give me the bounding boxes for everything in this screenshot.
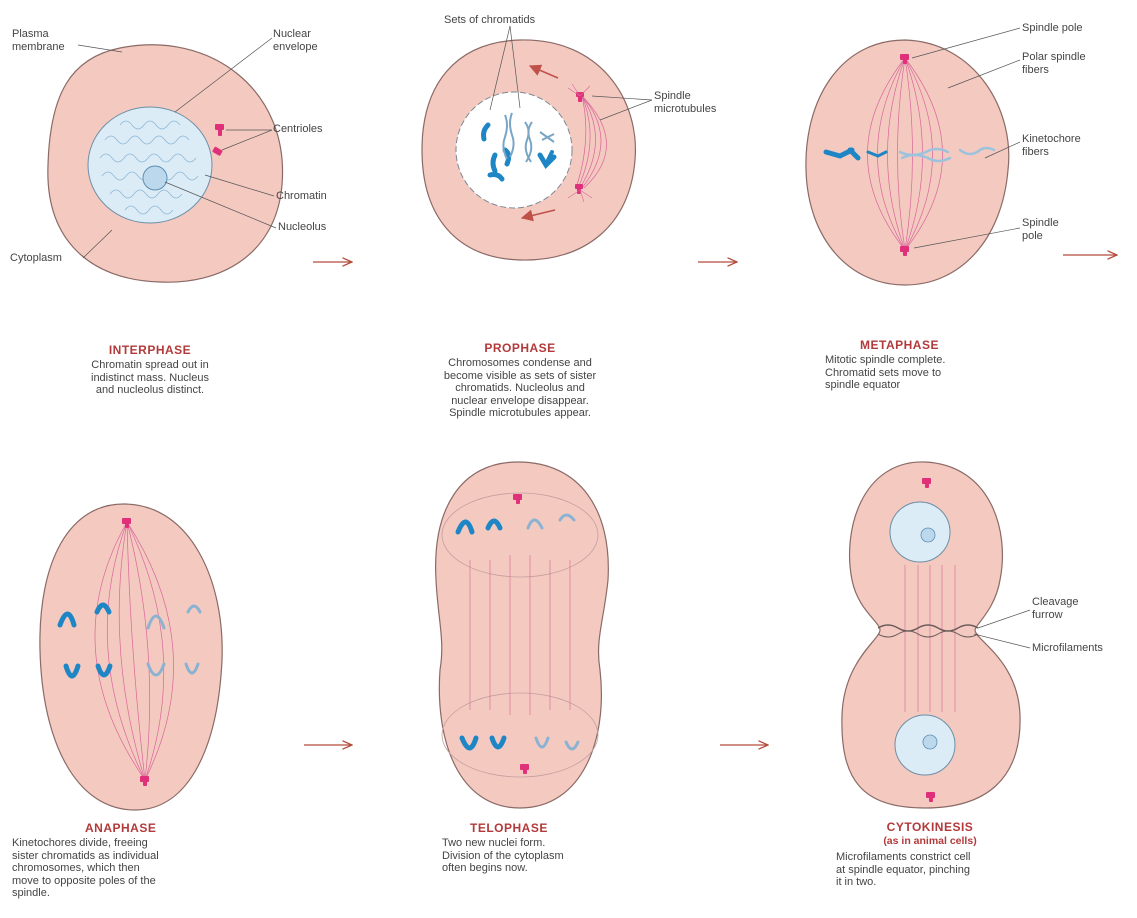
title-telophase: TELOPHASE xyxy=(470,821,580,835)
interphase-nucleus xyxy=(88,107,212,223)
label-cytoplasm: Cytoplasm xyxy=(10,252,62,265)
label-spindle-pole-bottom: Spindle pole xyxy=(1022,217,1059,243)
desc-telophase: Two new nuclei form. Division of the cyt… xyxy=(442,837,642,875)
interphase-cell xyxy=(48,38,283,282)
title-prophase: PROPHASE xyxy=(420,341,620,355)
label-nucleolus: Nucleolus xyxy=(278,221,326,234)
label-spindle-pole-top: Spindle pole xyxy=(1022,22,1083,35)
title-metaphase: METAPHASE xyxy=(860,338,970,352)
label-microfilaments: Microfilaments xyxy=(1032,642,1103,655)
anaphase-cell-body xyxy=(40,504,222,810)
label-spindle-microtubules: Spindle microtubules xyxy=(654,90,716,116)
label-sets-of-chromatids: Sets of chromatids xyxy=(444,14,535,27)
label-centrioles: Centrioles xyxy=(273,123,323,136)
prophase-cell xyxy=(422,26,652,260)
subtitle-cytokinesis: (as in animal cells) xyxy=(860,835,1000,847)
anaphase-cell xyxy=(40,504,222,810)
desc-interphase: Chromatin spread out in indistinct mass.… xyxy=(60,359,240,397)
nucleolus xyxy=(143,166,167,190)
label-polar-spindle-fibers: Polar spindle fibers xyxy=(1022,51,1086,77)
cytokinesis-nucleolus-bottom xyxy=(923,735,937,749)
desc-metaphase: Mitotic spindle complete. Chromatid sets… xyxy=(825,354,1005,392)
telophase-cell-body xyxy=(436,462,609,808)
desc-cytokinesis: Microfilaments constrict cell at spindle… xyxy=(836,851,1036,889)
label-nuclear-envelope: Nuclear envelope xyxy=(273,28,318,54)
label-cleavage-furrow: Cleavage furrow xyxy=(1032,596,1078,622)
telophase-cell xyxy=(436,462,609,808)
prophase-nucleus xyxy=(456,92,572,208)
label-chromatin: Chromatin xyxy=(276,190,327,203)
title-anaphase: ANAPHASE xyxy=(85,821,205,835)
title-cytokinesis: CYTOKINESIS xyxy=(860,820,1000,834)
cytokinesis-nucleolus-top xyxy=(921,528,935,542)
desc-anaphase: Kinetochores divide, freeing sister chro… xyxy=(12,837,242,900)
metaphase-cell xyxy=(806,28,1020,285)
desc-prophase: Chromosomes condense and become visible … xyxy=(420,357,620,420)
title-interphase: INTERPHASE xyxy=(60,343,240,357)
label-kinetochore-fibers: Kinetochore fibers xyxy=(1022,133,1081,159)
cytokinesis-nucleus-top xyxy=(890,502,950,562)
cytokinesis-cell xyxy=(842,462,1030,808)
label-plasma-membrane: Plasma membrane xyxy=(12,28,65,54)
